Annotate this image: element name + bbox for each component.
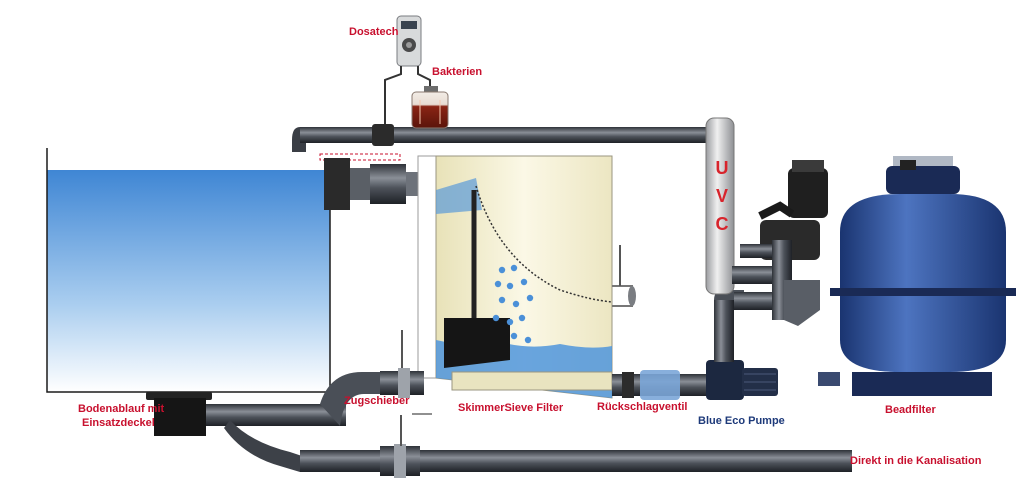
top-return-pipe bbox=[292, 124, 720, 152]
dosatech-device bbox=[384, 15, 431, 124]
water-drops bbox=[492, 264, 534, 344]
skimmer-inlet bbox=[319, 153, 422, 210]
label-bodenablauf-1: Bodenablauf mit bbox=[78, 403, 165, 415]
uvc-unit bbox=[705, 117, 784, 310]
label-bodenablauf-2: Einsatzdeckel bbox=[82, 417, 155, 429]
multiport-valve bbox=[740, 160, 828, 326]
bakterien-jar bbox=[411, 86, 449, 129]
pond bbox=[46, 148, 331, 393]
bottom-drain-pipes bbox=[146, 368, 852, 478]
label-dosatech: Dosatech bbox=[349, 26, 399, 38]
label-blue-eco-pumpe: Blue Eco Pumpe bbox=[698, 415, 785, 427]
label-skimmersieve: SkimmerSieve Filter bbox=[458, 402, 564, 414]
label-bakterien: Bakterien bbox=[432, 66, 483, 78]
skimmersieve-filter bbox=[401, 155, 636, 399]
label-uvc-v: V bbox=[715, 186, 728, 206]
label-zugschieber: Zugschieber bbox=[344, 395, 410, 407]
label-kanalisation: Direkt in die Kanalisation bbox=[850, 455, 982, 467]
label-uvc-u: U bbox=[715, 158, 729, 178]
pump-line bbox=[612, 370, 712, 400]
label-rueckschlagventil: Rückschlagventil bbox=[597, 401, 688, 413]
label-beadfilter: Beadfilter bbox=[885, 404, 936, 416]
label-uvc-c: C bbox=[715, 214, 729, 234]
beadfilter bbox=[818, 156, 1016, 396]
